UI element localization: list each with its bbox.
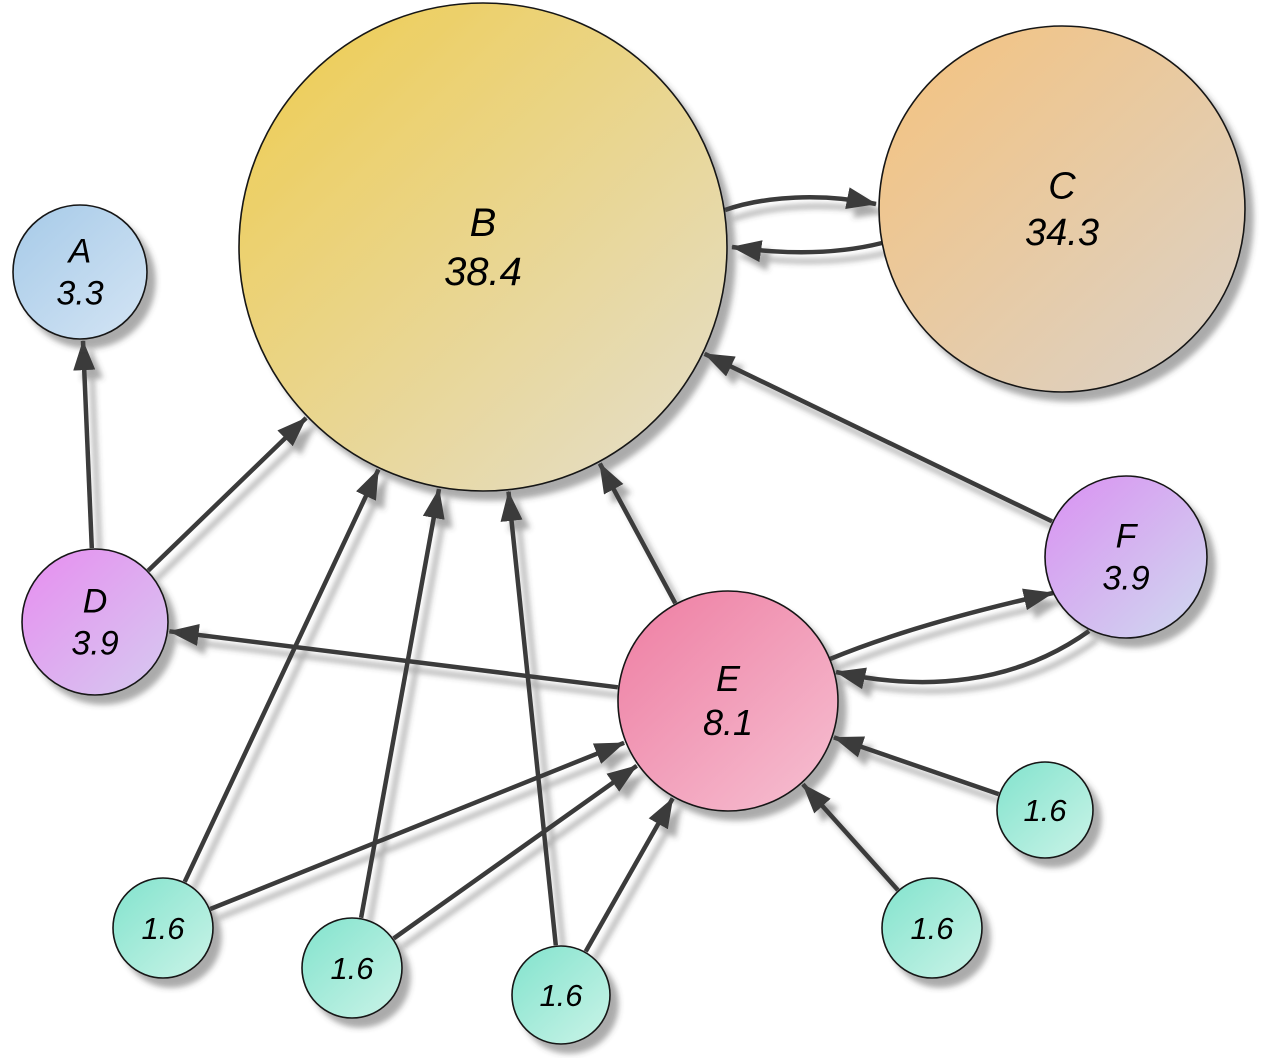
node-C-label: C (1048, 165, 1076, 207)
node-K-value: 1.6 (1023, 793, 1067, 828)
node-F: F3.9 (1044, 475, 1208, 639)
node-E-label: E (716, 658, 741, 699)
node-B-circle (238, 2, 728, 492)
node-A-value: 3.3 (56, 274, 103, 312)
edge-F-E (835, 629, 1091, 690)
node-G-circle (112, 877, 214, 979)
node-A-circle (12, 204, 148, 340)
node-B: B 38.4 (238, 2, 728, 492)
node-J-value: 1.6 (910, 911, 954, 946)
node-F-label: F (1116, 518, 1139, 556)
node-D-label: D (83, 583, 108, 621)
node-J-circle (881, 877, 983, 979)
node-I-value: 1.6 (539, 978, 583, 1013)
node-D-value: 3.9 (71, 624, 118, 662)
node-E-circle (617, 590, 839, 812)
node-H: 1.6 (301, 917, 403, 1019)
node-K-circle (996, 761, 1094, 859)
node-C-value: 34.3 (1025, 212, 1099, 254)
node-H-value: 1.6 (330, 951, 374, 986)
node-G: 1.6 (112, 877, 214, 979)
edge-F-B (703, 351, 1054, 524)
edge-D-B (146, 416, 308, 573)
node-A: A3.3 (12, 204, 148, 340)
node-C-circle (878, 25, 1246, 393)
node-B-label: B (470, 201, 497, 245)
node-J: 1.6 (881, 877, 983, 979)
edge-C-B (731, 240, 883, 263)
edge-E-F (829, 588, 1054, 662)
node-H-circle (301, 917, 403, 1019)
node-A-label: A (67, 233, 92, 271)
node-F-value: 3.9 (1102, 559, 1149, 597)
node-D-circle (21, 548, 169, 696)
node-G-value: 1.6 (141, 911, 185, 946)
node-E: E8.1 (617, 590, 839, 812)
node-B-value: 38.4 (444, 250, 522, 294)
edge-G-E (209, 740, 625, 912)
edge-J-E (801, 782, 900, 892)
node-I-circle (511, 945, 611, 1045)
node-E-value: 8.1 (703, 702, 753, 743)
edge-G-B (182, 468, 381, 883)
edge-I-E (583, 797, 675, 953)
node-C: C 34.3 (878, 25, 1246, 393)
edge-D-A (73, 340, 96, 549)
node-I: 1.6 (511, 945, 611, 1045)
node-D: D3.9 (21, 548, 169, 696)
edge-B-C (724, 187, 877, 213)
edge-layer (73, 187, 1091, 953)
edge-H-B (358, 488, 445, 919)
node-F-circle (1044, 475, 1208, 639)
edge-I-B (500, 490, 559, 946)
edge-E-D (168, 623, 619, 690)
edge-E-B (597, 462, 678, 605)
edge-K-E (833, 735, 1000, 797)
node-K: 1.6 (996, 761, 1094, 859)
edge-H-E (392, 763, 639, 941)
